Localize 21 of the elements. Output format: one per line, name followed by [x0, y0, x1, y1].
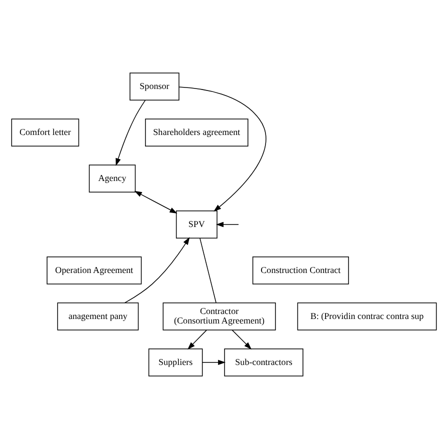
node-box: Construction Contract	[252, 256, 349, 284]
arrow	[134, 190, 178, 213]
node-box: SPV	[176, 210, 218, 238]
arrow	[216, 221, 239, 227]
node-box: Operation Agreement	[46, 256, 142, 284]
node-box: Comfort letter	[11, 118, 80, 146]
arrow	[202, 359, 226, 365]
node-box: B: (Providin contrac contra sup	[297, 302, 437, 330]
arrow	[178, 86, 266, 212]
node-box: anagement pany	[57, 302, 139, 330]
node-box: Sub-contractors	[224, 348, 304, 376]
node-box: Sponsor	[130, 72, 180, 100]
node-box: Agency	[88, 164, 136, 192]
node-box: Contractor (Consortium Agreement)	[162, 302, 276, 330]
arrow	[124, 236, 190, 303]
connector	[200, 237, 216, 303]
arrow	[232, 329, 252, 349]
arrow	[116, 99, 146, 166]
node-box: Suppliers	[148, 348, 203, 376]
arrow	[188, 329, 208, 349]
node-box: Shareholders agreement	[145, 118, 248, 146]
